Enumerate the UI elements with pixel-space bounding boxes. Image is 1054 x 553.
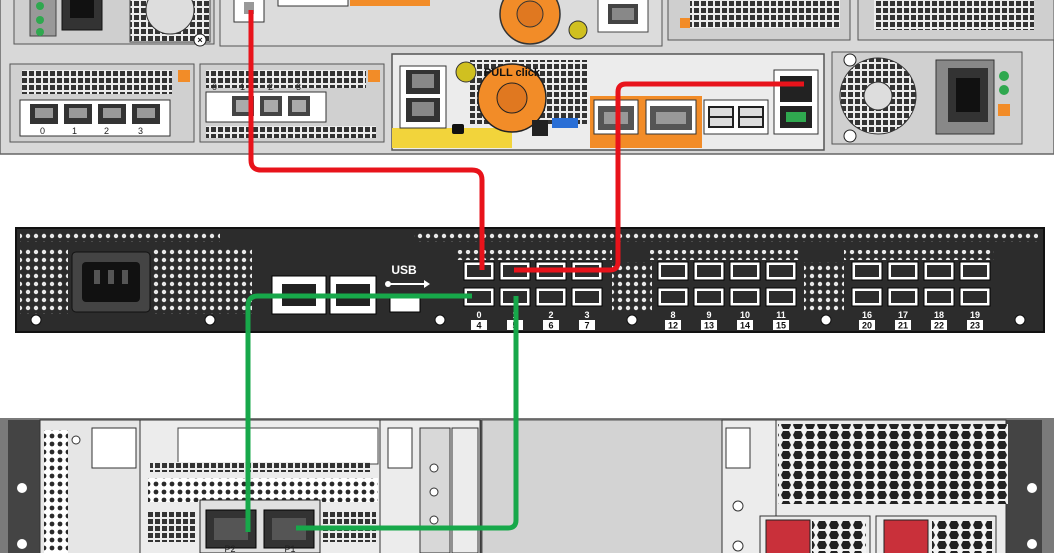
sfp-port-label-bottom: 15 (776, 321, 786, 331)
sfp-port-cage (539, 291, 563, 303)
sfp-port-cage (927, 265, 951, 277)
sfp-port-cage (661, 291, 685, 303)
sfp-port-cage (963, 291, 987, 303)
controller-port-label-2: 2 (268, 82, 273, 92)
sfp-port-cage (855, 291, 879, 303)
sfp-port-cage (891, 291, 915, 303)
server-psu-1 (760, 516, 870, 553)
sfp-port-cage (855, 265, 879, 277)
sfp-port-label-bottom: 7 (584, 321, 589, 331)
sfp-port-label-bottom: 22 (934, 321, 944, 331)
controller-port-label-0: 0 (212, 82, 217, 92)
sfp-port-label-top: 19 (970, 310, 980, 320)
usb-label: USB (391, 263, 417, 277)
sfp-port-label-bottom: 13 (704, 321, 714, 331)
upper-psu-module: × (14, 0, 214, 46)
sfp-port-label-bottom: 12 (668, 321, 678, 331)
upper-right-module (668, 0, 1054, 40)
sfp-port-label-top: 11 (776, 310, 786, 320)
server-psu-2 (876, 516, 996, 553)
latch-label: PULL click (484, 67, 541, 79)
card-port-label-1: 1 (72, 126, 77, 136)
sfp-port-cage (733, 291, 757, 303)
sfp-port-label-top: 10 (740, 310, 750, 320)
controller-port-label-3: 3 (296, 82, 301, 92)
sfp-port-label-top: 8 (670, 310, 675, 320)
sfp-port-cage (769, 265, 793, 277)
sfp-port-label-bottom: 6 (548, 321, 553, 331)
network-switch: USB 041526378129131014111516201721182219… (16, 228, 1044, 332)
controller-port-label-1: 1 (240, 82, 245, 92)
sfp-port-label-top: 16 (862, 310, 872, 320)
server-chassis: P2 P1 (0, 418, 1054, 553)
controller-module-main: PULL click (392, 54, 824, 150)
sfp-port-label-top: 17 (898, 310, 908, 320)
sfp-port-cage (927, 291, 951, 303)
upper-controller-module (220, 0, 662, 46)
sfp-port-cage (575, 291, 599, 303)
sfp-port-label-bottom: 23 (970, 321, 980, 331)
sfp-port-cage (697, 265, 721, 277)
storage-controller-chassis: × (0, 0, 1054, 154)
sfp-port-label-top: 3 (584, 310, 589, 320)
sfp-port-label-top: 18 (934, 310, 944, 320)
io-card-slot-middle: 0 1 2 3 (200, 64, 384, 142)
server-port-label-p2: P2 (224, 544, 235, 553)
io-card-slot-left: 0 1 2 3 (10, 64, 194, 142)
sfp-port-cage (661, 265, 685, 277)
sfp-port-cage (697, 291, 721, 303)
sfp-port-label-bottom: 20 (862, 321, 872, 331)
card-port-label-0: 0 (40, 126, 45, 136)
power-inlet-icon (72, 252, 150, 312)
sfp-port-label-top: 2 (548, 310, 553, 320)
sfp-port-cage (467, 265, 491, 277)
sfp-port-cage (891, 265, 915, 277)
sfp-port-label-bottom: 21 (898, 321, 908, 331)
lower-right-psu (832, 52, 1022, 144)
sfp-port-cage (733, 265, 757, 277)
svg-text:×: × (197, 35, 202, 45)
sfp-port-label-bottom: 14 (740, 321, 750, 331)
sfp-port-label-top: 0 (476, 310, 481, 320)
server-port-label-p1: P1 (284, 544, 295, 553)
sfp-port-cage (963, 265, 987, 277)
sfp-port-cage (769, 291, 793, 303)
card-port-label-2: 2 (104, 126, 109, 136)
card-port-label-3: 3 (138, 126, 143, 136)
sfp-port-label-bottom: 4 (476, 321, 481, 331)
sfp-port-label-top: 9 (706, 310, 711, 320)
